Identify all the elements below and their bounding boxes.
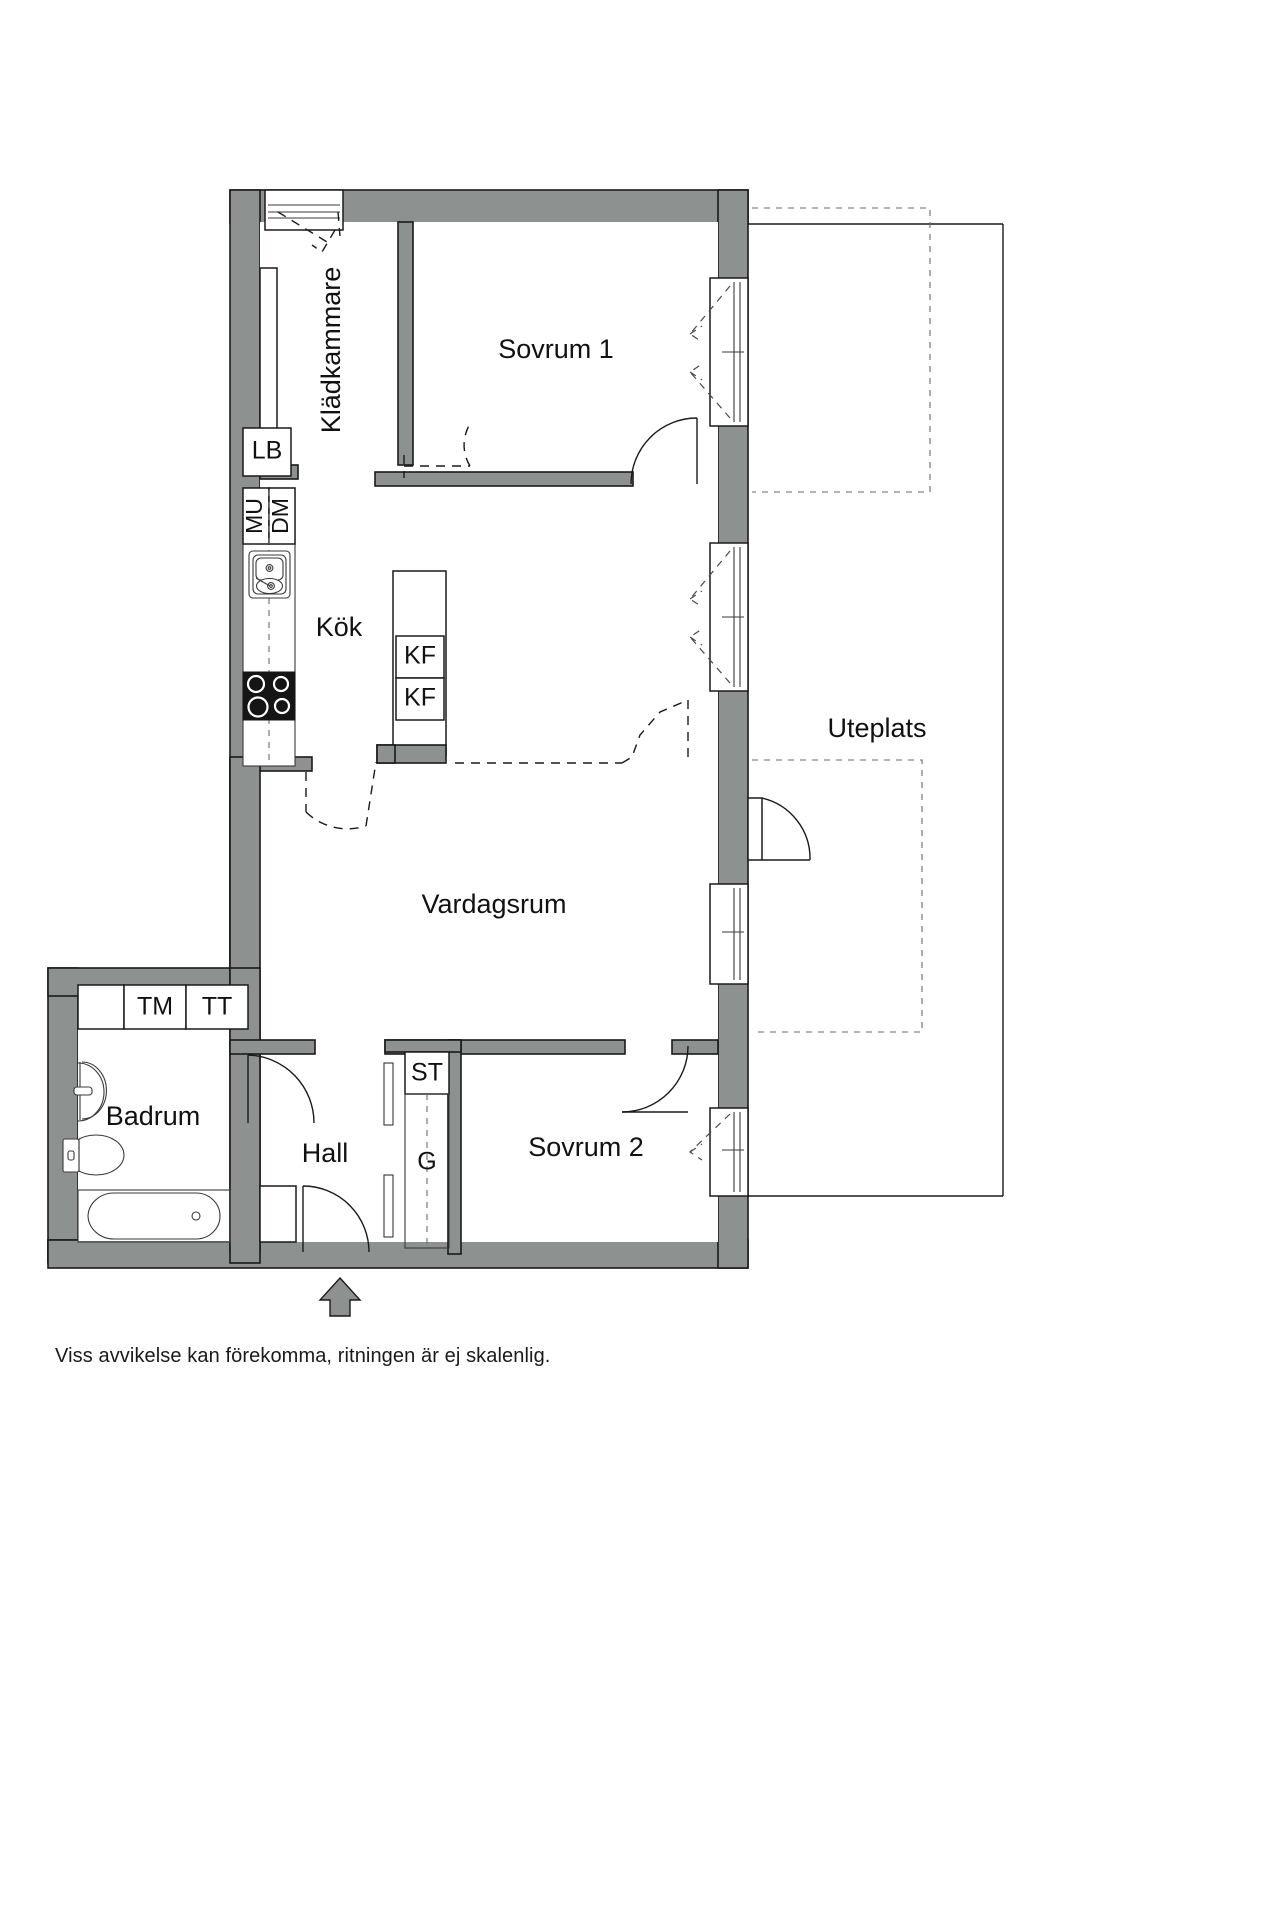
sovrum1-group: Sovrum 1 <box>403 334 698 485</box>
appliance-label-st: ST <box>411 1059 443 1087</box>
appliance-label-kf1: KF <box>404 642 436 670</box>
appliance-dm-box <box>268 487 296 545</box>
fixture-toilet <box>62 1134 125 1176</box>
fixture-stove <box>242 671 296 721</box>
fixture-kitchen-sink <box>248 550 291 599</box>
appliance-label-tt: TT <box>202 993 233 1021</box>
room-label-badrum: Badrum <box>106 1101 201 1131</box>
uteplats-outline <box>745 207 1004 1197</box>
hall-group: Hall ST G <box>259 1051 450 1253</box>
window-kok <box>689 542 749 692</box>
appliance-lb-box <box>242 427 292 477</box>
badrum-group: TM TT Badrum <box>62 984 315 1243</box>
window-vardagsrum <box>709 883 749 985</box>
vardagsrum-group: Vardagsrum <box>421 889 566 919</box>
badrum-cabinet-blank <box>77 984 125 1030</box>
appliance-kf2-box <box>395 677 445 721</box>
terrace-door <box>747 797 811 861</box>
appliance-kf1-box <box>395 635 445 679</box>
appliance-label-kf2: KF <box>404 684 436 712</box>
room-label-kok: Kök <box>316 612 363 642</box>
room-label-kladkammare: Klädkammare <box>316 267 346 434</box>
windows-group <box>689 277 811 1197</box>
entry-arrow <box>318 1276 362 1317</box>
appliance-tt-box <box>185 984 249 1030</box>
hall-closet-leaf-lower <box>383 1174 394 1238</box>
room-label-uteplats: Uteplats <box>827 713 926 743</box>
kladkammare-group: Klädkammare <box>259 189 346 434</box>
window-sovrum2 <box>689 1107 749 1197</box>
appliance-label-tm: TM <box>137 993 173 1021</box>
appliance-label-lb: LB <box>252 437 283 465</box>
interior-walls <box>229 221 719 1264</box>
room-label-vardagsrum: Vardagsrum <box>421 889 566 919</box>
window-sovrum1 <box>689 277 749 427</box>
badrum-door-swing <box>247 1054 315 1124</box>
sovrum2-door-swing <box>621 1045 689 1113</box>
sovrum2-group: Sovrum 2 <box>528 1045 689 1162</box>
plan-caption: Viss avvikelse kan förekomma, ritningen … <box>55 1345 551 1367</box>
appliance-label-mu: MU <box>241 498 267 534</box>
appliance-tm-box <box>123 984 187 1030</box>
fixture-bathtub <box>77 1189 231 1243</box>
hall-cabinet <box>259 1185 297 1243</box>
room-label-hall: Hall <box>302 1138 349 1168</box>
hall-closet-leaf-upper <box>383 1062 394 1126</box>
room-label-sovrum1: Sovrum 1 <box>498 334 614 364</box>
entry-door-swing <box>302 1185 370 1253</box>
fixture-wash-basin <box>73 1061 107 1122</box>
room-label-sovrum2: Sovrum 2 <box>528 1132 644 1162</box>
appliance-label-dm: DM <box>267 498 293 534</box>
appliance-st-box <box>404 1051 450 1095</box>
kok-group: LB MU DM Kök <box>241 427 689 830</box>
appliance-label-g: G <box>417 1148 436 1176</box>
interior-floor <box>78 222 718 1242</box>
